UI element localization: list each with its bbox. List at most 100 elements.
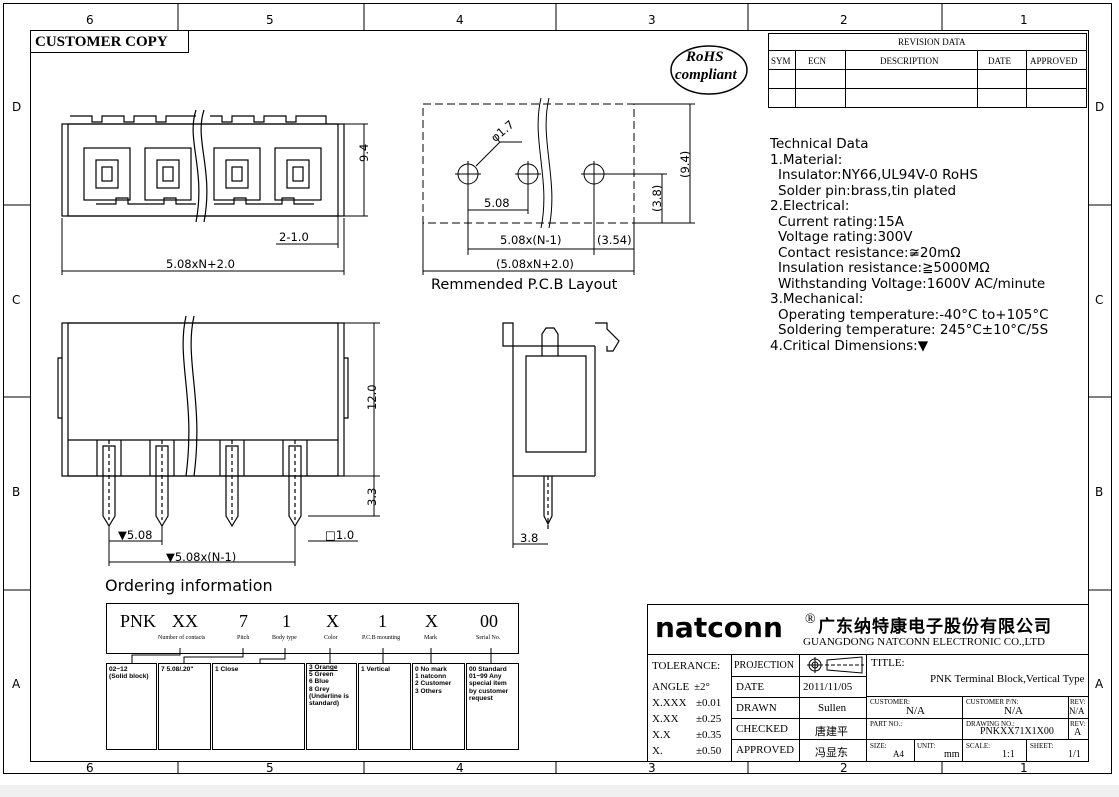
zone-top-4: 4 xyxy=(456,13,464,27)
option-line: 3 Others xyxy=(415,687,442,695)
dim-top-height: 9.4 xyxy=(357,143,371,162)
zone-bottom-4: 4 xyxy=(456,761,464,775)
tech-line: Contact resistance:≆20mΩ xyxy=(778,244,961,261)
zone-bottom-2: 2 xyxy=(840,761,848,775)
rev-label-2: REV: xyxy=(1070,720,1086,728)
tech-line: Insulator:NY66,UL94V-0 RoHS xyxy=(778,167,978,183)
order-label-serial: Serial No. xyxy=(476,635,501,641)
customer-label: CUSTOMER: xyxy=(870,698,910,706)
zone-top-5: 5 xyxy=(266,13,274,27)
scale-value: 1:1 xyxy=(1002,749,1015,760)
tech-line: Soldering temperature: 245°C±10°C/5S xyxy=(778,322,1049,338)
order-label-body: Body type xyxy=(272,635,297,641)
option-line: standard) xyxy=(309,700,340,708)
order-option-serial: 00 Standard 01~99 Any special item by cu… xyxy=(469,666,508,702)
company-name-en: GUANGDONG NATCONN ELECTRONIC CO.,LTD xyxy=(803,636,1045,648)
dim-pcb-row: (3.8) xyxy=(650,184,664,212)
zone-right-b: B xyxy=(1095,485,1104,499)
revision-col-description: DESCRIPTION xyxy=(880,56,939,66)
zone-right-a: A xyxy=(1095,677,1104,691)
option-line: (Underline is xyxy=(309,692,349,700)
zone-bottom-6: 6 xyxy=(86,761,94,775)
revision-col-approved: APPROVED xyxy=(1030,56,1078,66)
zone-left-b: B xyxy=(12,485,21,499)
tol-angle-key: ANGLE xyxy=(652,681,690,693)
drawn-value: Sullen xyxy=(818,702,847,714)
order-option-color: 3 Orange 5 Green 6 Blue 8 Grey (Underlin… xyxy=(309,664,349,707)
option-line: 8 Grey xyxy=(309,685,330,693)
dim-pcb-pitch: 5.08 xyxy=(484,196,510,210)
tech-line: 4.Critical Dimensions:▼ xyxy=(770,337,929,354)
tech-line: Withstanding Voltage:1600V AC/minute xyxy=(778,275,1046,292)
order-option-mounting: 1 Vertical xyxy=(361,666,390,673)
option-line: special item xyxy=(469,680,507,688)
dim-front-pitch: ▼5.08 xyxy=(118,528,153,542)
tol-xx-key: X.X xyxy=(652,729,671,741)
dim-pcb-span: 5.08x(N-1) xyxy=(500,233,562,247)
tech-line: 3.Mechanical: xyxy=(770,291,864,307)
revision-col-ecn: ECN xyxy=(808,56,826,66)
rohs-line-1: RoHS xyxy=(686,49,724,65)
drawn-label: DRAWN xyxy=(736,702,777,714)
zone-bottom-3: 3 xyxy=(648,761,656,775)
part-no-label: PART NO.: xyxy=(870,720,903,728)
rev-value-1: N/A xyxy=(1069,706,1085,716)
tol-x-key: X. xyxy=(652,745,663,757)
technical-data: Technical Data 1.Material: Insulator:NY6… xyxy=(770,136,1049,354)
zone-top-6: 6 xyxy=(86,13,94,27)
order-label-mounting: P.C.B mounting xyxy=(362,635,401,641)
unit-label: UNIT: xyxy=(917,742,936,750)
approved-label: APPROVED xyxy=(736,744,795,756)
revision-col-date: DATE xyxy=(988,56,1011,66)
ordering-title: Ordering information xyxy=(105,576,273,595)
tech-line: Current rating:15A xyxy=(778,213,904,230)
brand-logo: natconn xyxy=(655,611,783,644)
option-line: 1 natconn xyxy=(415,673,447,681)
order-option-body: 1 Close xyxy=(215,666,238,673)
tech-line: 1.Material: xyxy=(770,151,843,168)
date-value: 2011/11/05 xyxy=(803,681,853,693)
tech-line: Technical Data xyxy=(770,136,869,152)
tol-x-val: ±0.50 xyxy=(696,745,722,757)
dim-top-overall: 5.08xN+2.0 xyxy=(166,257,235,271)
order-code-mounting: 1 xyxy=(378,611,387,631)
zone-top-2: 2 xyxy=(840,13,848,27)
option-line: 02~12 xyxy=(109,666,128,673)
order-code-pitch: 7 xyxy=(239,611,248,631)
order-code-mark: X xyxy=(425,611,438,631)
dim-front-height: 12.0 xyxy=(365,384,379,410)
order-code-series: PNK xyxy=(120,611,157,631)
option-line: request xyxy=(469,694,493,702)
order-option-mark: 0 No mark 1 natconn 2 Customer 3 Others xyxy=(415,666,451,695)
zone-left-a: A xyxy=(12,677,21,691)
rohs-line-2: compliant xyxy=(675,67,737,83)
tol-xxxx-key: X.XXX xyxy=(652,697,687,709)
customer-pn-label: CUSTOMER P/N: xyxy=(966,698,1019,706)
option-line: (Solid block) xyxy=(109,673,149,681)
tech-line: Voltage rating:300V xyxy=(778,229,913,245)
order-option-contacts: 02~12 (Solid block) xyxy=(109,666,149,680)
option-line: 1 Vertical xyxy=(361,666,390,673)
dim-pcb-overall: (5.08xN+2.0) xyxy=(496,257,574,271)
option-line: 0 No mark xyxy=(415,666,447,673)
tol-xxxx-val: ±0.01 xyxy=(696,697,722,709)
tech-line: Solder pin:brass,tin plated xyxy=(778,182,957,199)
option-line: 2 Customer xyxy=(415,680,452,688)
tol-angle-val: ±2° xyxy=(694,681,710,693)
order-label-color: Color xyxy=(324,635,338,641)
option-line: 1 Close xyxy=(215,666,239,673)
drawing-no-label: DRAWING NO.: xyxy=(966,720,1015,728)
tol-xxx-val: ±0.25 xyxy=(696,713,722,725)
customer-copy-stamp: CUSTOMER COPY xyxy=(35,34,168,50)
order-code-body: 1 xyxy=(282,611,291,631)
tolerance-label: TOLERANCE: xyxy=(652,660,721,672)
approved-value: 冯显东 xyxy=(815,747,848,759)
tech-line: Operating temperature:-40°C to+105°C xyxy=(778,306,1049,323)
checked-label: CHECKED xyxy=(736,723,788,735)
option-line: 7 5.08/.20" xyxy=(161,666,194,673)
order-code-contacts: XX xyxy=(172,611,198,631)
unit-value: mm xyxy=(944,749,960,760)
zone-bottom-5: 5 xyxy=(266,761,274,775)
